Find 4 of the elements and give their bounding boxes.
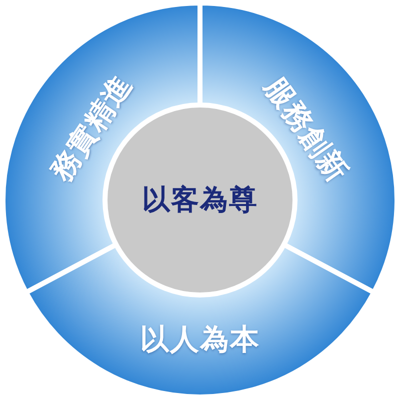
segment-label: 務實精進 xyxy=(42,67,140,189)
segment-label: 以人為本 xyxy=(140,321,260,358)
center-label: 以客為尊 xyxy=(142,182,258,218)
segment-label: 服務創新 xyxy=(257,70,356,190)
